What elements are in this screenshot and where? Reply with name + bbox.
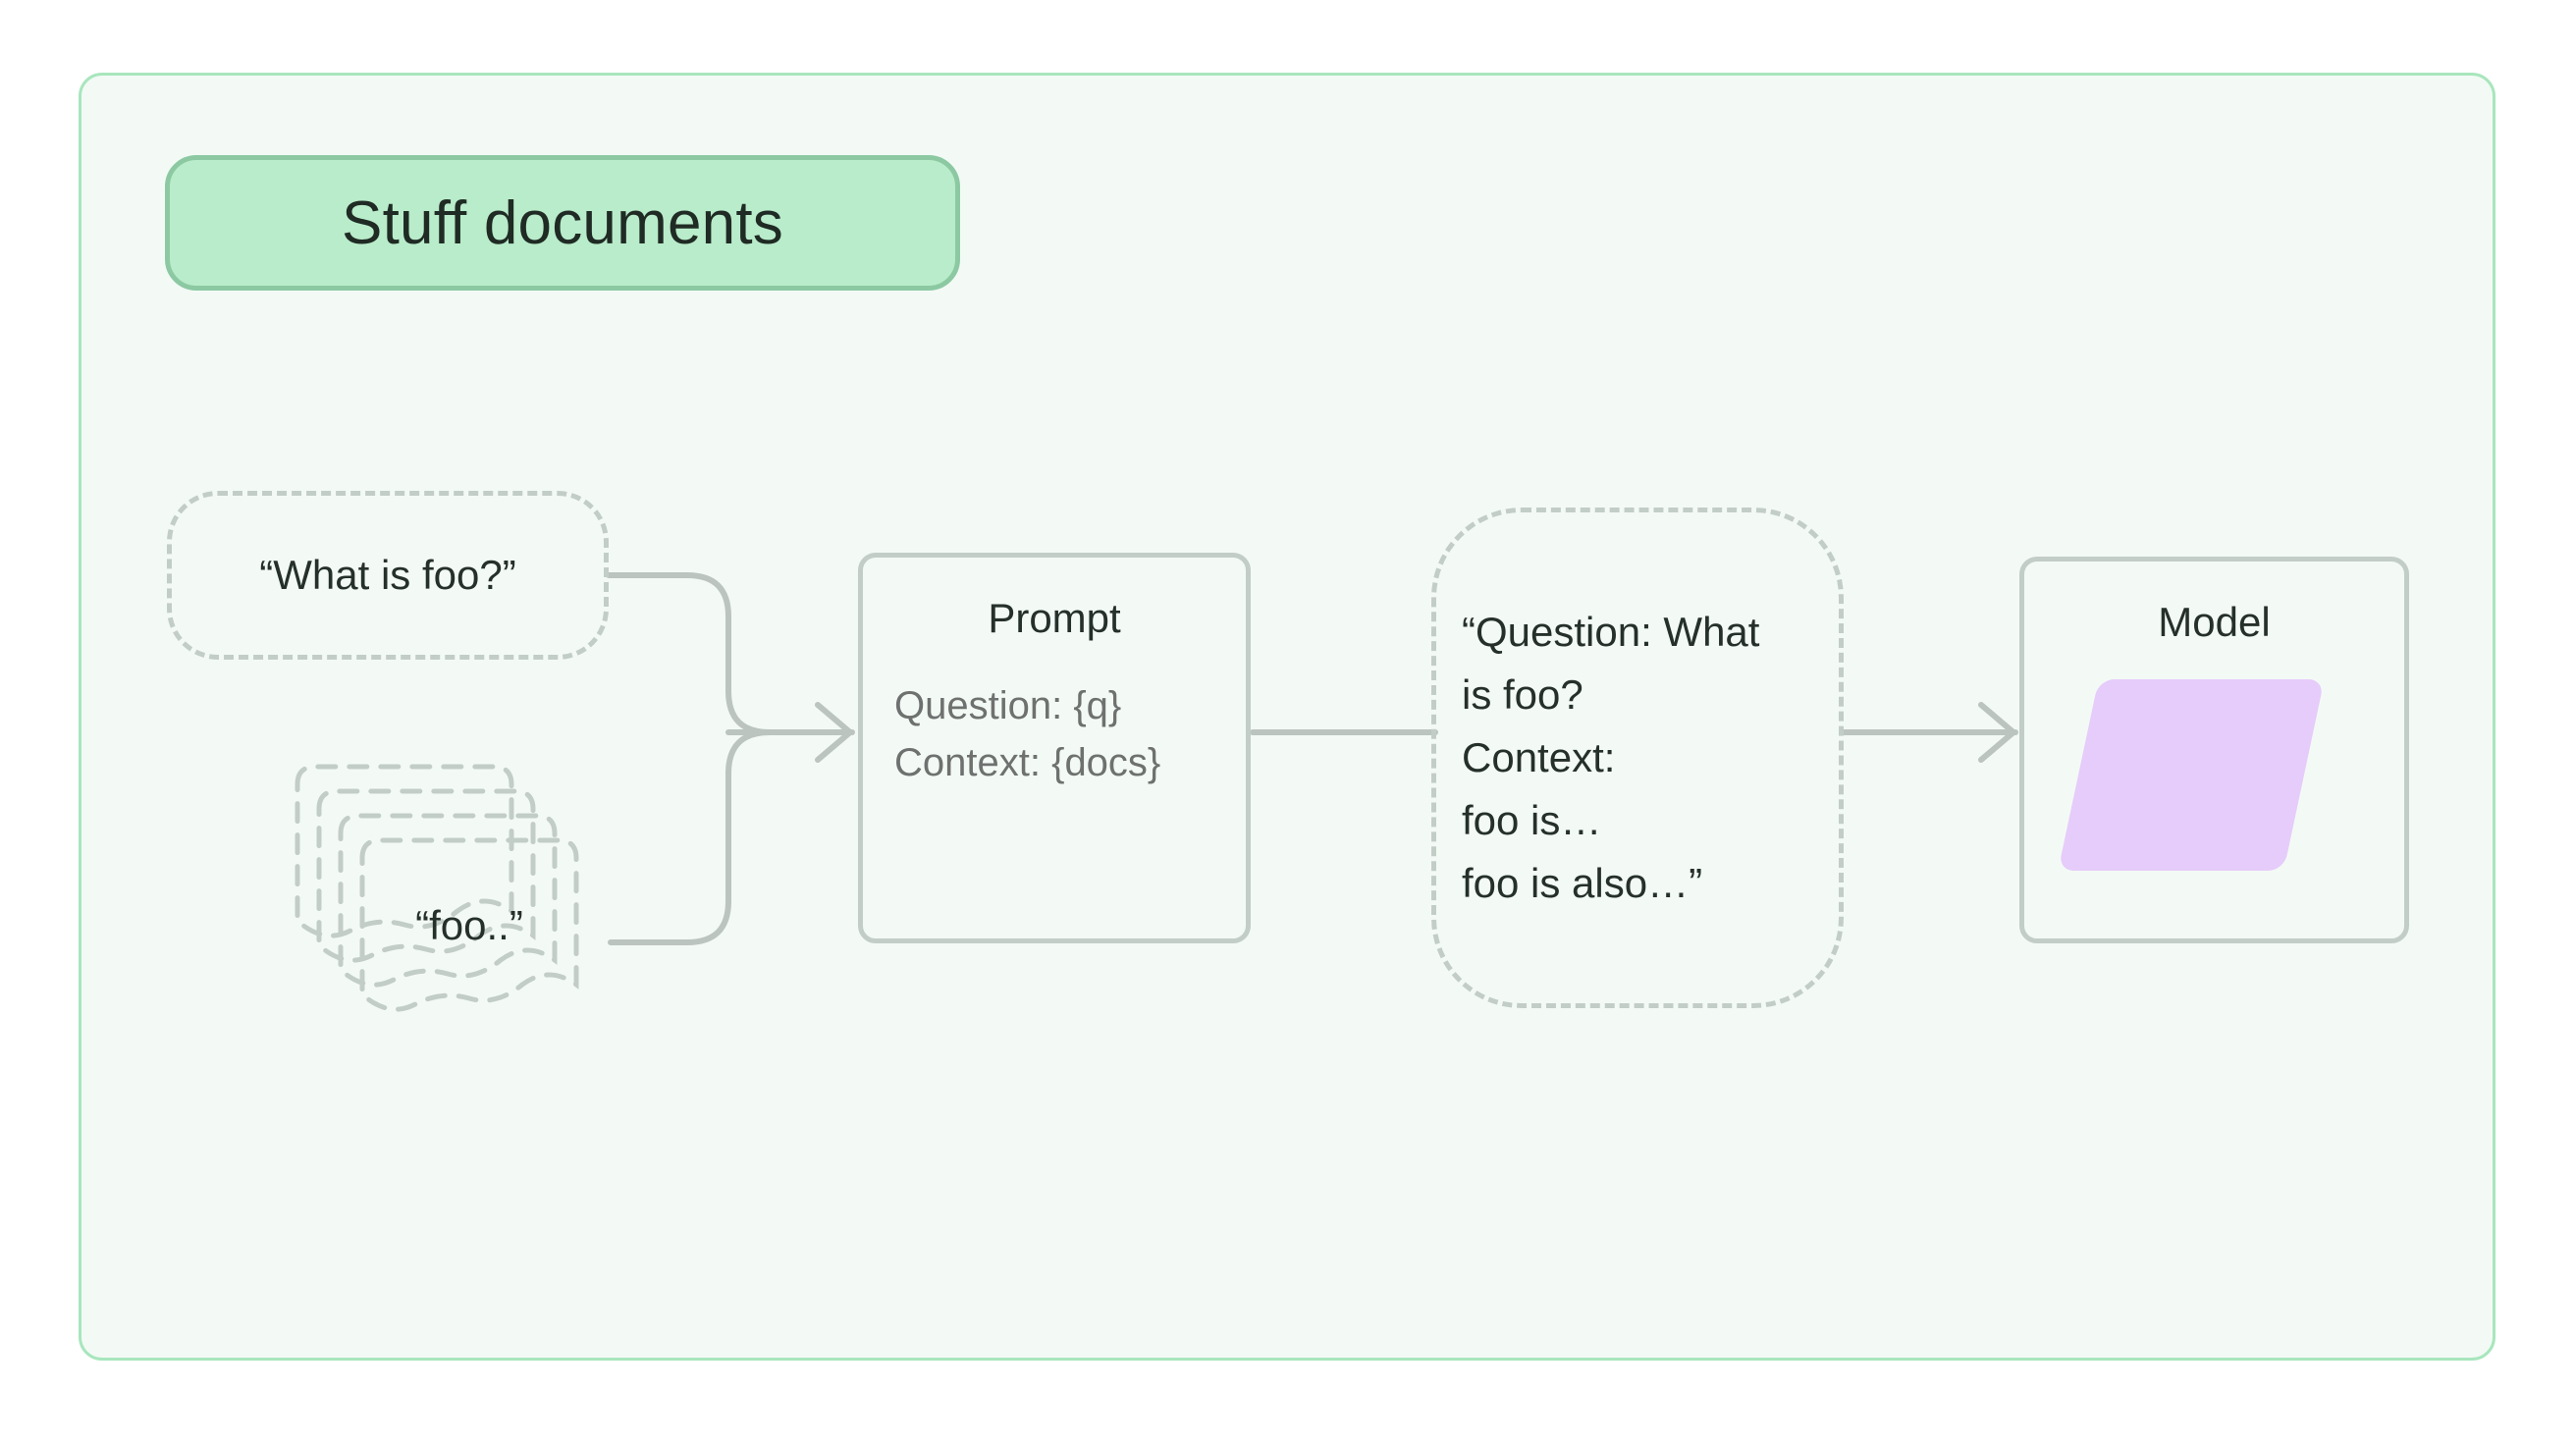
- prompt-template-line: Context: {docs}: [894, 741, 1161, 784]
- filled-prompt-line: “Question: What: [1462, 609, 1760, 656]
- node-model[interactable]: Model: [2019, 557, 2409, 943]
- document-card: [295, 764, 514, 940]
- filled-prompt-line: Context:: [1462, 734, 1616, 781]
- filled-prompt-line: is foo?: [1462, 671, 1583, 719]
- node-question[interactable]: “What is foo?”: [167, 491, 609, 660]
- node-prompt[interactable]: Prompt Question: {q} Context: {docs}: [858, 553, 1251, 943]
- document-card: [316, 788, 536, 965]
- filled-prompt-line: foo is also…”: [1462, 859, 1703, 906]
- title-label: Stuff documents: [342, 188, 783, 257]
- node-documents[interactable]: “foo..”: [295, 764, 618, 1058]
- document-card: [338, 813, 558, 990]
- prompt-template-line: Question: {q}: [894, 684, 1122, 727]
- question-label: “What is foo?”: [259, 552, 516, 598]
- filled-prompt-line: foo is…: [1462, 796, 1602, 843]
- model-title: Model: [2158, 599, 2271, 645]
- document-card-front: [359, 837, 579, 1014]
- node-filled-prompt[interactable]: “Question: What is foo? Context: foo is……: [1431, 508, 1844, 1008]
- prompt-title: Prompt: [988, 595, 1121, 641]
- documents-label-wrap: “foo..”: [359, 837, 579, 1014]
- model-parallelogram-icon: [2058, 679, 2325, 871]
- documents-label: “foo..”: [415, 902, 523, 948]
- title-badge: Stuff documents: [165, 155, 960, 291]
